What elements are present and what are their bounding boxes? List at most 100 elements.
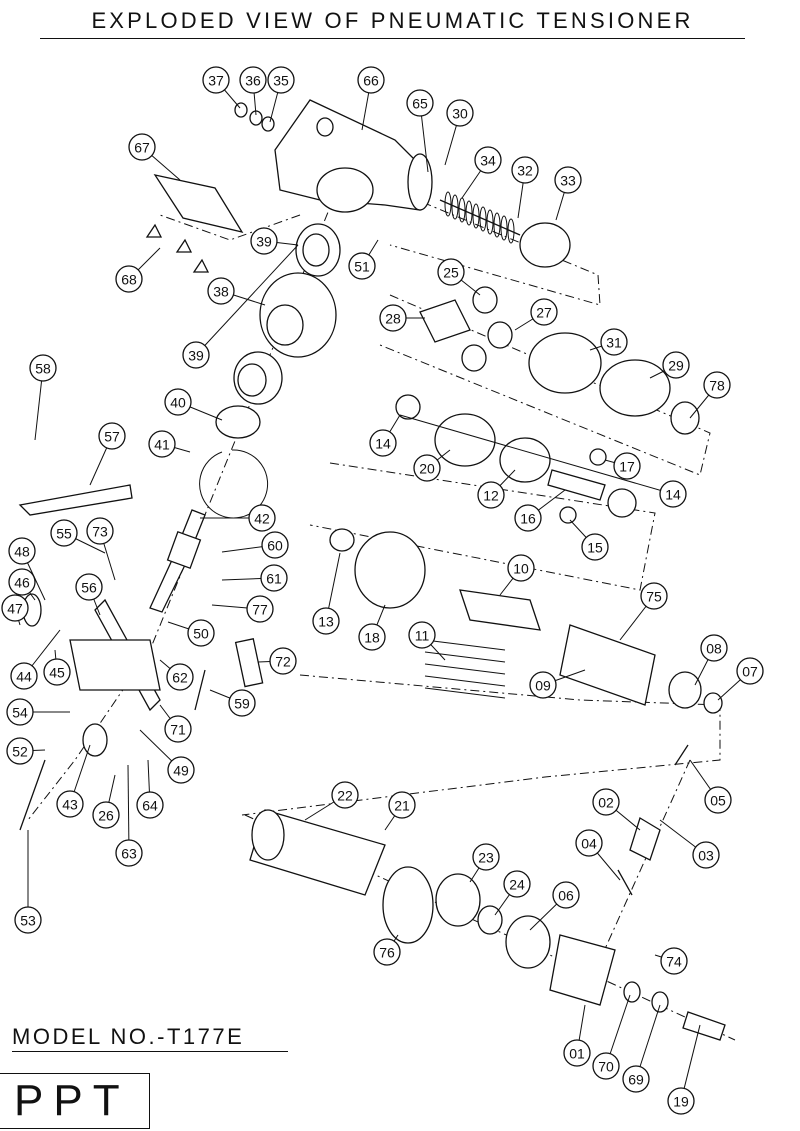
callout-circle	[202, 66, 230, 94]
callout-circle	[166, 663, 194, 691]
bearing	[607, 488, 637, 518]
callout-01: 01	[563, 1039, 591, 1067]
screw	[192, 258, 210, 273]
callout-circle	[260, 564, 288, 592]
planet-carrier	[419, 299, 471, 343]
callout-label: 76	[379, 945, 395, 961]
callout-label: 35	[273, 73, 289, 89]
spring-coil	[444, 191, 452, 217]
callout-52: 52	[6, 737, 34, 765]
spring	[194, 669, 206, 711]
callout-circle	[692, 841, 720, 869]
callout-circle	[267, 66, 295, 94]
callout-circle	[530, 298, 558, 326]
callout-23: 23	[472, 843, 500, 871]
callout-circle	[248, 504, 276, 532]
callout-label: 37	[208, 73, 224, 89]
callout-label: 45	[49, 665, 65, 681]
callout-circle	[581, 533, 609, 561]
spring-coil	[500, 215, 508, 241]
callout-circle	[167, 756, 195, 784]
callout-circle	[6, 737, 34, 765]
callout-44: 44	[10, 662, 38, 690]
small-gear	[589, 448, 607, 466]
callout-circle	[312, 607, 340, 635]
callout-74: 74	[660, 947, 688, 975]
o-ring	[234, 102, 248, 118]
callout-label: 27	[536, 305, 552, 321]
callout-67: 67	[128, 133, 156, 161]
callout-circle	[358, 623, 386, 651]
callout-28: 28	[379, 304, 407, 332]
callout-label: 44	[16, 669, 32, 685]
part-callouts: 0102030405060708091011121314151617181920…	[1, 66, 764, 1115]
cylinder	[354, 531, 426, 609]
callout-label: 34	[480, 153, 496, 169]
ring	[499, 437, 551, 483]
knob	[82, 723, 108, 757]
rotor-vane	[424, 651, 506, 663]
callout-label: 16	[520, 511, 536, 527]
callout-circle	[348, 252, 376, 280]
callout-label: 46	[14, 575, 30, 591]
callout-label: 68	[121, 272, 137, 288]
callout-circle	[10, 662, 38, 690]
callout-label: 65	[412, 96, 428, 112]
callout-circle	[228, 689, 256, 717]
callout-31: 31	[600, 328, 628, 356]
callout-34: 34	[474, 146, 502, 174]
callout-37: 37	[202, 66, 230, 94]
callout-circle	[613, 452, 641, 480]
ring	[519, 222, 571, 268]
axis-line	[309, 462, 656, 591]
callout-label: 31	[606, 335, 622, 351]
callout-label: 70	[598, 1059, 614, 1075]
valve	[629, 817, 661, 861]
callout-label: 03	[698, 848, 714, 864]
bearing	[329, 528, 355, 552]
callout-label: 52	[12, 744, 28, 760]
callout-11: 11	[408, 621, 436, 649]
callout-label: 11	[415, 628, 430, 644]
gear-housing	[599, 359, 671, 417]
callout-label: 61	[266, 571, 282, 587]
spring-coil	[451, 194, 459, 220]
callout-label: 23	[478, 850, 494, 866]
callout-circle	[14, 906, 42, 934]
callout-circle	[369, 429, 397, 457]
small-gear	[559, 506, 577, 524]
callout-circle	[29, 354, 57, 382]
part-drawings	[18, 99, 736, 1041]
callout-label: 22	[337, 788, 353, 804]
trigger-body	[69, 639, 161, 691]
callout-43: 43	[56, 790, 84, 818]
housing-port	[316, 117, 334, 137]
callout-label: 28	[385, 311, 401, 327]
valve-spring	[617, 869, 633, 896]
callout-06: 06	[552, 881, 580, 909]
callout-label: 24	[509, 877, 525, 893]
callout-circle	[662, 351, 690, 379]
callout-29: 29	[662, 351, 690, 379]
callout-label: 29	[668, 358, 684, 374]
callout-label: 64	[142, 798, 158, 814]
callout-circle	[379, 304, 407, 332]
callout-32: 32	[511, 156, 539, 184]
callout-label: 78	[709, 378, 725, 394]
callout-circle	[514, 504, 542, 532]
housing-bore	[251, 809, 285, 861]
grip-sleeve	[382, 866, 434, 944]
callout-circle	[164, 388, 192, 416]
callout-label: 54	[12, 705, 28, 721]
callout-circle	[474, 146, 502, 174]
callout-circle	[600, 328, 628, 356]
callout-16: 16	[514, 504, 542, 532]
callout-75: 75	[640, 582, 668, 610]
leader-line-39	[195, 244, 299, 356]
callout-label: 71	[170, 722, 186, 738]
callout-39-2: 39	[182, 341, 210, 369]
spring-coil	[493, 212, 501, 238]
callout-circle	[1, 594, 29, 622]
filter-screen	[651, 991, 669, 1013]
callout-label: 30	[452, 106, 468, 122]
